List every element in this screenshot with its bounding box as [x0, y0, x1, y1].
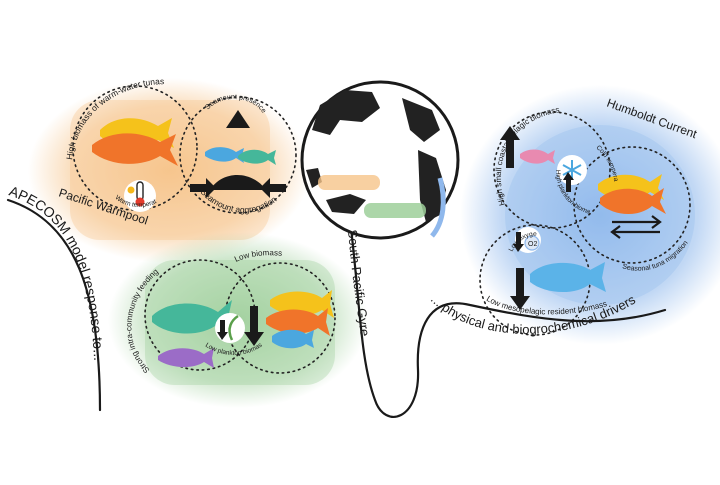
warmpool-marker	[318, 175, 380, 190]
flow-lines	[6, 198, 667, 418]
tuna-migration-circle	[573, 146, 691, 264]
double-arrow-icon	[610, 215, 662, 239]
up-arrow-icon	[500, 126, 520, 168]
seamount-icon	[210, 110, 266, 190]
converging-arrows-icon	[190, 178, 286, 198]
meso-down-arrow-icon	[510, 268, 530, 310]
o2-label: O2	[528, 241, 537, 248]
down-arrow-icon	[244, 306, 264, 346]
globe	[300, 80, 460, 240]
sun-icon	[127, 186, 135, 194]
pink-fish	[520, 149, 555, 164]
humboldt-tunas	[598, 174, 666, 215]
humboldt-region	[460, 85, 720, 345]
warm-tunas	[92, 118, 178, 166]
snowflake-icon	[557, 155, 587, 192]
plankton-icon	[215, 313, 245, 343]
gyre-marker	[364, 203, 426, 218]
seamount-circle	[179, 96, 297, 214]
mesopelagic-fish	[530, 262, 606, 293]
gyre-fish	[152, 290, 334, 368]
small-pelagic-circle	[493, 111, 611, 229]
warm-tuna-circle	[72, 85, 198, 211]
seamount-fish	[205, 147, 276, 165]
oxygen-icon: O2	[513, 227, 541, 253]
